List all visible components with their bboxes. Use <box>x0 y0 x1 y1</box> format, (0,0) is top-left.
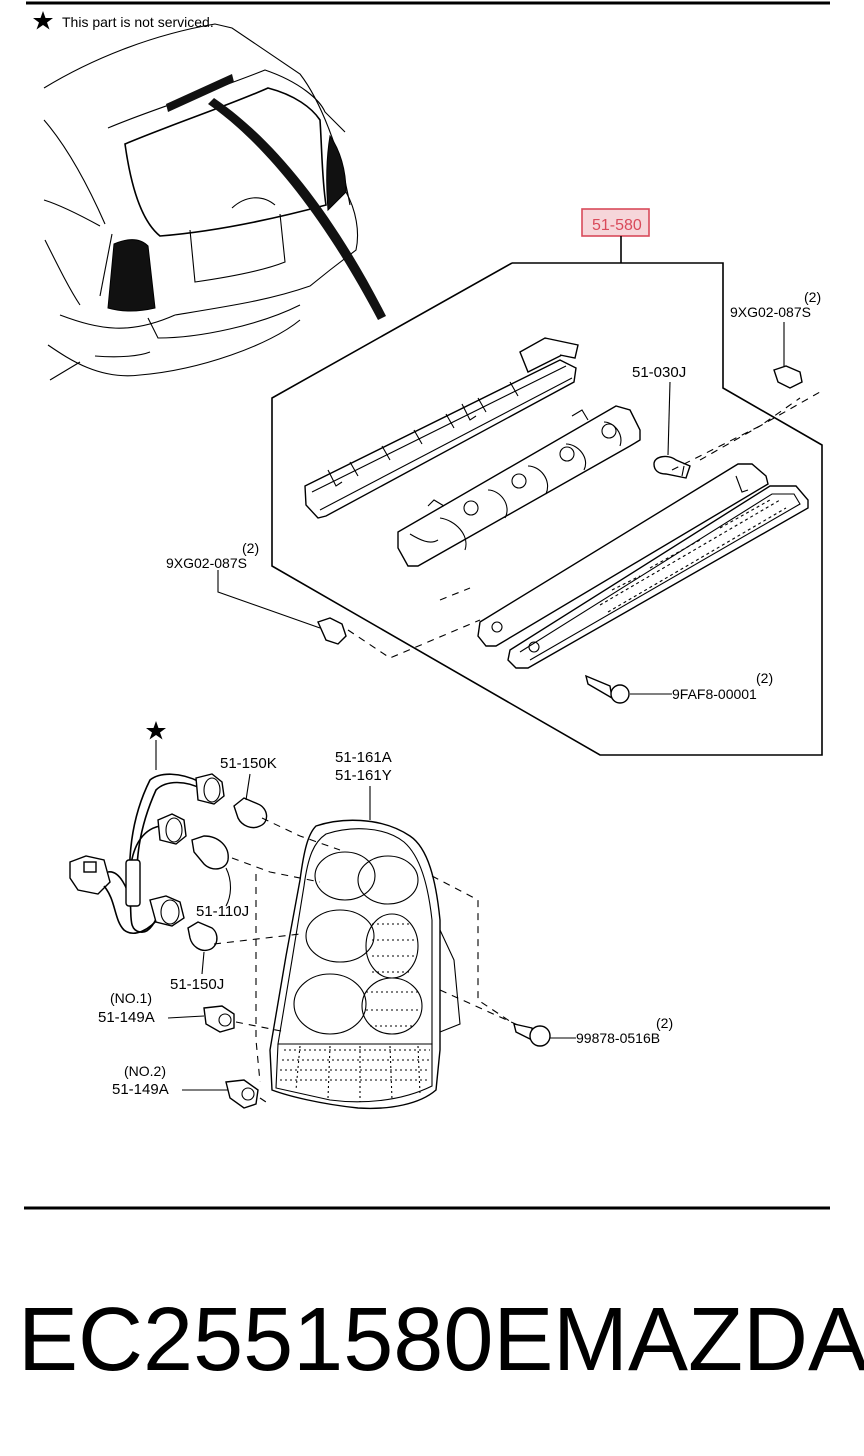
star-icon <box>33 11 53 30</box>
rear-combination-lamp-group: 51-150K 51-110J 51-150J (NO.1) 51-149A (… <box>69 721 673 1110</box>
socket-no2-code: 51-149A <box>112 1081 169 1098</box>
bulb-high-mount[interactable]: 51-030J <box>632 364 691 479</box>
tail-lamp[interactable]: 51-161A 51-161Y <box>269 749 461 1110</box>
high-mount-lamp-group: 51-580 51-030J <box>166 208 823 756</box>
tail-lamp-label-2: 51-161Y <box>335 767 392 784</box>
wire-harness <box>69 721 205 934</box>
screw-high-mount[interactable]: (2) 9FAF8-00001 <box>584 670 773 704</box>
assembly-callout-box[interactable] <box>581 208 650 237</box>
bulb-51-110J-label: 51-110J <box>196 903 249 920</box>
bulb-51-150J[interactable]: 51-150J <box>170 921 224 993</box>
screw-high-mount-code: 9FAF8-00001 <box>672 686 757 702</box>
clip-left[interactable]: (2) 9XG02-087S <box>166 540 347 645</box>
clip-left-code: 9XG02-087S <box>166 555 247 571</box>
bulb-high-mount-label: 51-030J <box>632 364 686 381</box>
part-number: EC2551580E <box>18 1290 553 1390</box>
screw-tail-lamp-code: 99878-0516B <box>576 1030 660 1046</box>
lamp-base-bracket <box>304 337 579 519</box>
tail-lamp-label-1: 51-161A <box>335 749 392 766</box>
socket-no2[interactable]: (NO.2) 51-149A <box>112 1063 259 1109</box>
clip-top-right-code: 9XG02-087S <box>730 304 811 320</box>
bulb-51-150K-label: 51-150K <box>220 755 277 772</box>
socket-bottom <box>149 895 185 927</box>
note: This part is not serviced. <box>33 11 214 30</box>
bulb-51-150K[interactable]: 51-150K <box>220 755 277 829</box>
harness-star-icon <box>146 721 166 740</box>
assembly-outline <box>271 262 823 756</box>
socket-middle <box>157 813 187 845</box>
socket-no1-tag: (NO.1) <box>110 990 152 1006</box>
note-text: This part is not serviced. <box>62 14 214 30</box>
assembly-callout-label: 51-580 <box>592 217 642 234</box>
screw-high-mount-qty: (2) <box>756 670 773 686</box>
socket-no1[interactable]: (NO.1) 51-149A <box>98 990 235 1033</box>
socket-top <box>195 773 225 805</box>
vehicle-rear-illustration <box>43 23 386 381</box>
clip-top-right[interactable]: (2) 9XG02-087S <box>730 289 821 389</box>
brand-name: MAZDA <box>553 1290 864 1390</box>
lamp-reflector-housing <box>397 405 641 567</box>
bulb-51-150J-label: 51-150J <box>170 976 224 993</box>
screw-tail-lamp[interactable]: (2) 99878-0516B <box>513 1015 673 1047</box>
socket-no1-code: 51-149A <box>98 1009 155 1026</box>
screw-tail-lamp-qty: (2) <box>656 1015 673 1031</box>
bulb-51-110J[interactable]: 51-110J <box>191 835 249 920</box>
clip-top-right-qty: (2) <box>804 289 821 305</box>
clip-left-qty: (2) <box>242 540 259 556</box>
socket-no2-tag: (NO.2) <box>124 1063 166 1079</box>
lamp-lens <box>477 463 809 669</box>
